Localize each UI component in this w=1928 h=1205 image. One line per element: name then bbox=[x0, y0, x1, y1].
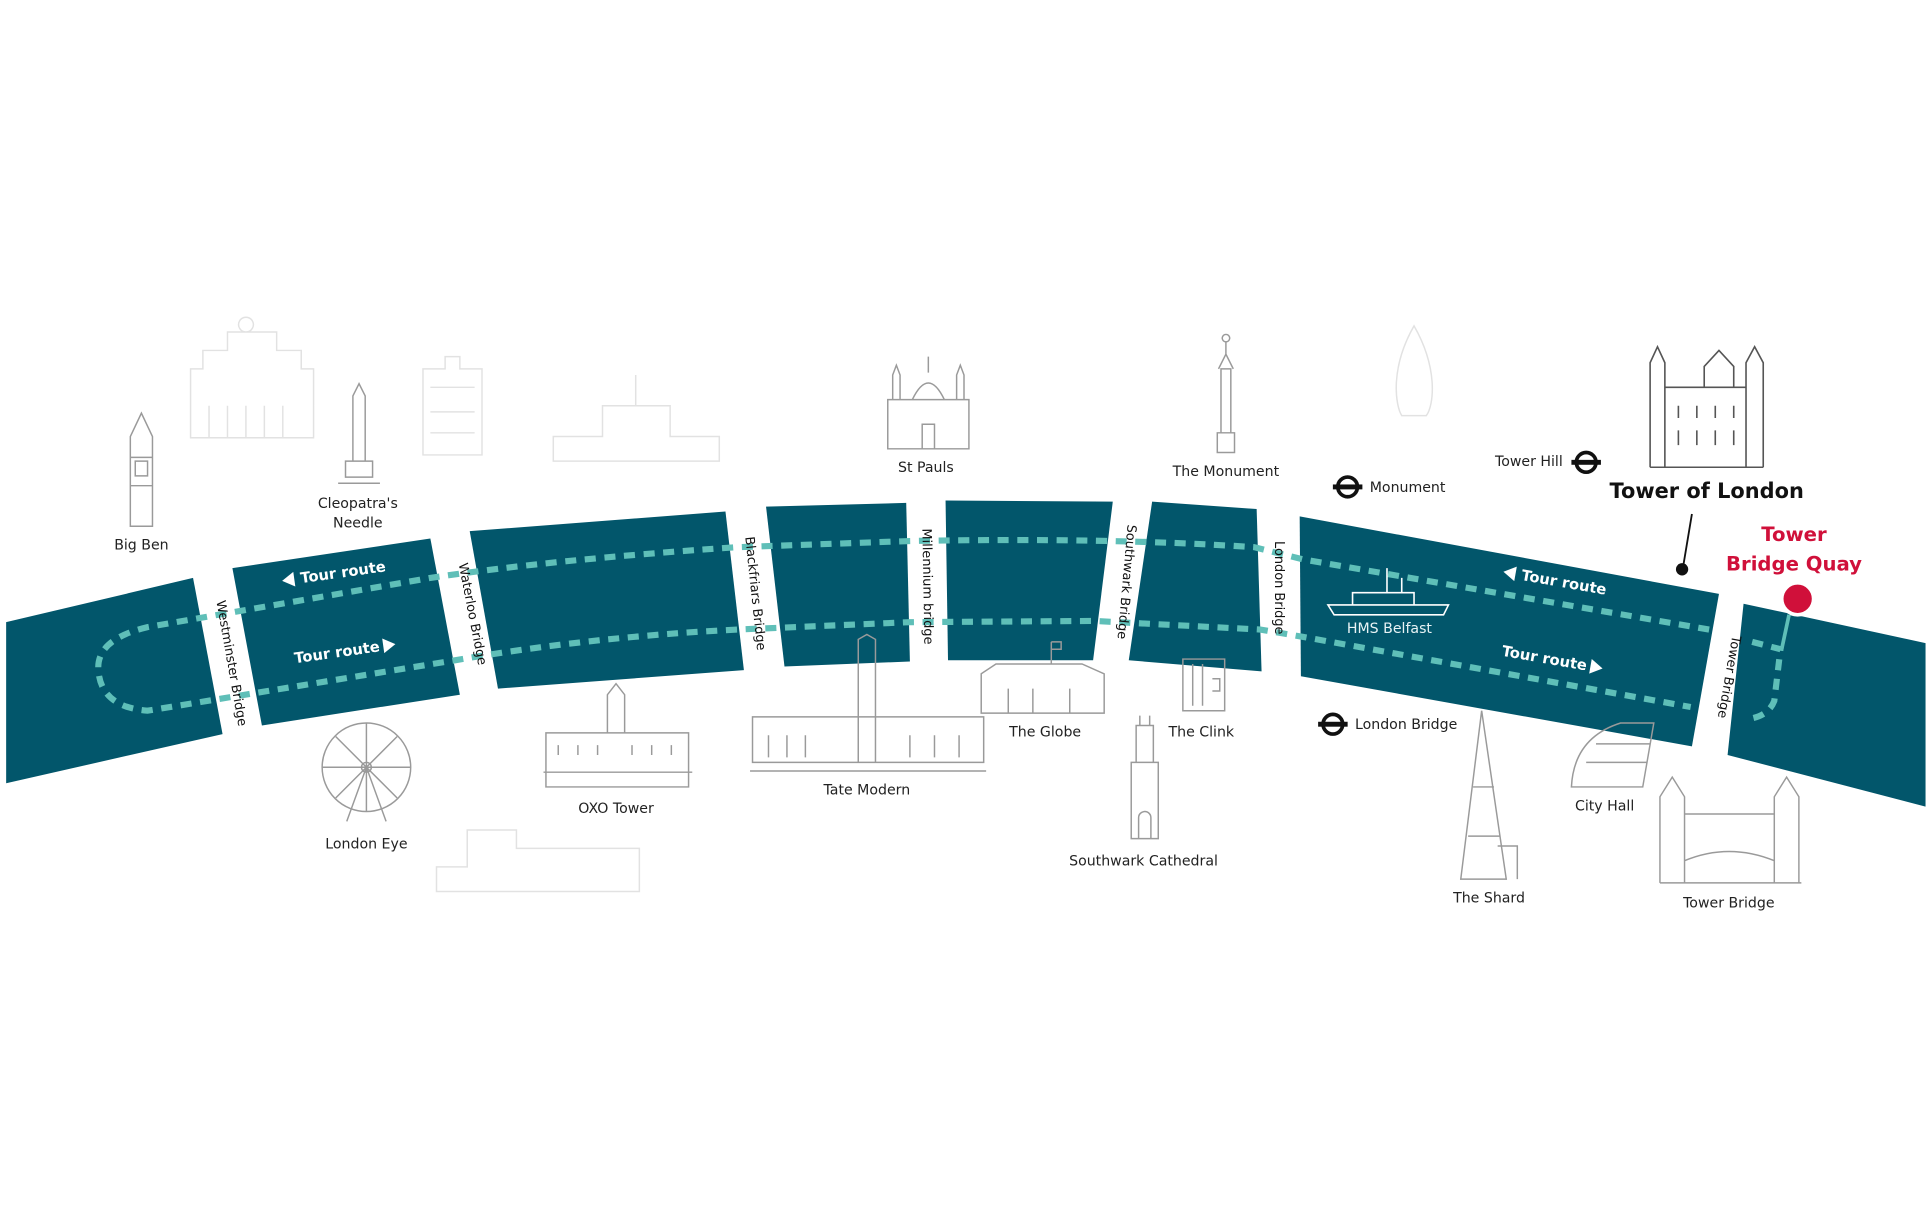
label-st-pauls: St Pauls bbox=[898, 460, 954, 476]
oxo-tower-icon bbox=[543, 682, 693, 788]
underground-icon bbox=[1332, 475, 1363, 499]
bridge-blackfriars: Blackfriars Bridge bbox=[741, 536, 768, 651]
label-big-ben: Big Ben bbox=[114, 538, 168, 554]
arrow-left-icon bbox=[1503, 566, 1517, 582]
tower-bridge-icon bbox=[1659, 775, 1802, 884]
label-tower-of-london: Tower of London bbox=[1610, 479, 1804, 503]
faint-buildings bbox=[189, 316, 1434, 893]
station-london-bridge: London Bridge bbox=[1318, 712, 1457, 736]
bridge-london: London Bridge bbox=[1271, 541, 1286, 635]
hms-belfast-icon bbox=[1326, 568, 1450, 616]
destination-pin-icon[interactable] bbox=[1779, 580, 1816, 617]
svg-text:London Bridge: London Bridge bbox=[1355, 717, 1457, 733]
station-monument: Monument bbox=[1332, 475, 1446, 499]
svg-text:Monument: Monument bbox=[1370, 480, 1446, 496]
the-shard-icon bbox=[1459, 710, 1519, 880]
the-globe-icon bbox=[980, 641, 1105, 714]
label-the-globe: The Globe bbox=[1008, 725, 1081, 741]
big-ben-icon bbox=[129, 411, 154, 528]
bridge-millennium: Millennium bridge bbox=[918, 528, 935, 644]
label-oxo-tower: OXO Tower bbox=[578, 801, 654, 817]
destination-tower-bridge-quay[interactable]: Tower Bridge Quay bbox=[1726, 523, 1862, 617]
the-monument-icon bbox=[1216, 333, 1236, 454]
label-tate-modern: Tate Modern bbox=[823, 782, 911, 798]
river-segment bbox=[766, 502, 910, 667]
river-segment bbox=[232, 538, 460, 726]
river-segment bbox=[1299, 516, 1719, 747]
landmark-icons bbox=[129, 333, 1802, 884]
river-segment bbox=[469, 511, 744, 689]
label-southwark-cathedral: Southwark Cathedral bbox=[1069, 854, 1218, 870]
arrow-left-icon bbox=[282, 571, 296, 587]
svg-text:Tower: Tower bbox=[1761, 523, 1827, 546]
arrow-right-icon bbox=[382, 638, 396, 654]
label-the-monument: The Monument bbox=[1172, 464, 1280, 480]
river-segment bbox=[6, 577, 223, 784]
underground-icon bbox=[1318, 712, 1348, 736]
tower-of-london-icon bbox=[1649, 344, 1765, 469]
london-eye-icon bbox=[321, 722, 412, 822]
label-the-clink: The Clink bbox=[1168, 725, 1235, 741]
svg-text:Tower Hill: Tower Hill bbox=[1494, 454, 1563, 470]
svg-text:Bridge Quay: Bridge Quay bbox=[1726, 553, 1862, 576]
label-cleopatras-needle: Cleopatra's bbox=[318, 496, 398, 512]
river-segment bbox=[945, 500, 1113, 661]
label-london-eye: London Eye bbox=[325, 836, 407, 852]
arrow-right-icon bbox=[1589, 659, 1603, 674]
station-tower-hill: Tower Hill bbox=[1494, 450, 1601, 475]
cleopatras-needle-icon bbox=[338, 381, 380, 484]
label-the-shard: The Shard bbox=[1452, 891, 1525, 907]
tower-of-london-pointer bbox=[1682, 513, 1693, 566]
label-hms-belfast: HMS Belfast bbox=[1347, 621, 1433, 637]
label-tower-bridge: Tower Bridge bbox=[1682, 895, 1774, 911]
tate-modern-icon bbox=[750, 633, 987, 772]
southwark-cathedral-icon bbox=[1130, 715, 1160, 840]
tour-route-path bbox=[95, 536, 1791, 723]
label-cleopatras-needle: Needle bbox=[333, 515, 383, 531]
city-hall-icon bbox=[1570, 722, 1655, 788]
underground-icon bbox=[1571, 450, 1601, 475]
river-segment bbox=[1727, 603, 1926, 807]
label-city-hall: City Hall bbox=[1575, 798, 1634, 814]
river-segment bbox=[1128, 501, 1262, 672]
the-clink-icon bbox=[1182, 658, 1226, 712]
tower-of-london-marker bbox=[1675, 563, 1689, 576]
st-pauls-icon bbox=[887, 356, 970, 450]
